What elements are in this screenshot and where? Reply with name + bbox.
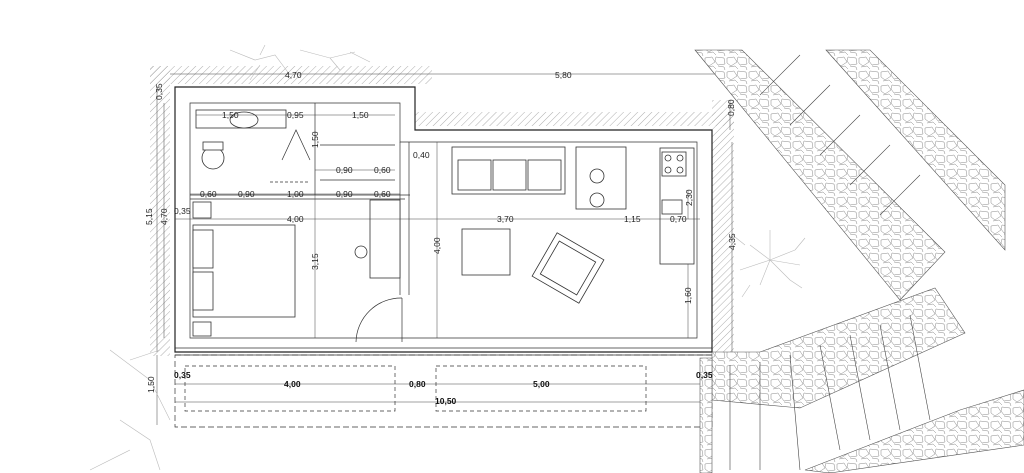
dimension-lines	[156, 73, 733, 425]
site-hatching	[150, 66, 734, 358]
dim-row-b: 0,90	[238, 189, 255, 199]
dim-terrace-b: 0,80	[409, 379, 426, 389]
dim-bath-c: 1,50	[352, 110, 369, 120]
dim-bed-width: 4,00	[287, 214, 304, 224]
terrace-deck	[174, 354, 713, 428]
dim-kitchen-height: 2,30	[684, 189, 694, 206]
dim-terrace-a: 4,00	[284, 379, 301, 389]
dim-kitchen-a: 1,15	[624, 214, 641, 224]
dim-kitchen-b: 0,70	[670, 214, 687, 224]
dim-terrace-c: 5,00	[533, 379, 550, 389]
dim-top-left-width: 4,70	[285, 70, 302, 80]
dim-left-wall: 0,35	[174, 206, 191, 216]
tree-sketches	[89, 44, 806, 471]
dim-living-width: 3,70	[497, 214, 514, 224]
dim-terrace-left: 0,35	[174, 370, 191, 380]
building-walls	[174, 86, 713, 356]
dim-bath-height: 1,50	[310, 131, 320, 148]
dim-wall-right-top: 0,80	[726, 99, 736, 116]
dim-terrace-depth: 1,50	[146, 376, 156, 393]
dim-bath-b: 0,95	[287, 110, 304, 120]
dim-living-height: 4,00	[432, 237, 442, 254]
dim-closet-a: 0,90	[336, 165, 353, 175]
dim-bath-a: 1,50	[222, 110, 239, 120]
dim-row-c: 1,00	[287, 189, 304, 199]
dim-closet-c: 0,40	[413, 150, 430, 160]
dim-bed-room-height: 3,15	[310, 253, 320, 270]
dim-closet-b: 0,60	[374, 165, 391, 175]
dim-right-lower: 1,60	[683, 287, 693, 304]
dimension-labels: 4,70 5,80 0,35 0,80 1,50 0,95 1,50 1,50 …	[144, 70, 737, 406]
dim-terrace-total: 10,50	[435, 396, 457, 406]
dim-wall-top-left: 0,35	[154, 83, 164, 100]
dim-right-height: 4,35	[727, 233, 737, 250]
dim-overall-height: 5,15	[144, 208, 154, 225]
dim-row-a: 0,60	[200, 189, 217, 199]
dim-terrace-right: 0,35	[696, 370, 713, 380]
dim-top-right-width: 5,80	[555, 70, 572, 80]
dim-row-d: 0,90	[336, 189, 353, 199]
dim-row-e: 0,60	[374, 189, 391, 199]
stone-stairs	[694, 49, 1024, 473]
dim-inner-height: 4,70	[159, 208, 169, 225]
